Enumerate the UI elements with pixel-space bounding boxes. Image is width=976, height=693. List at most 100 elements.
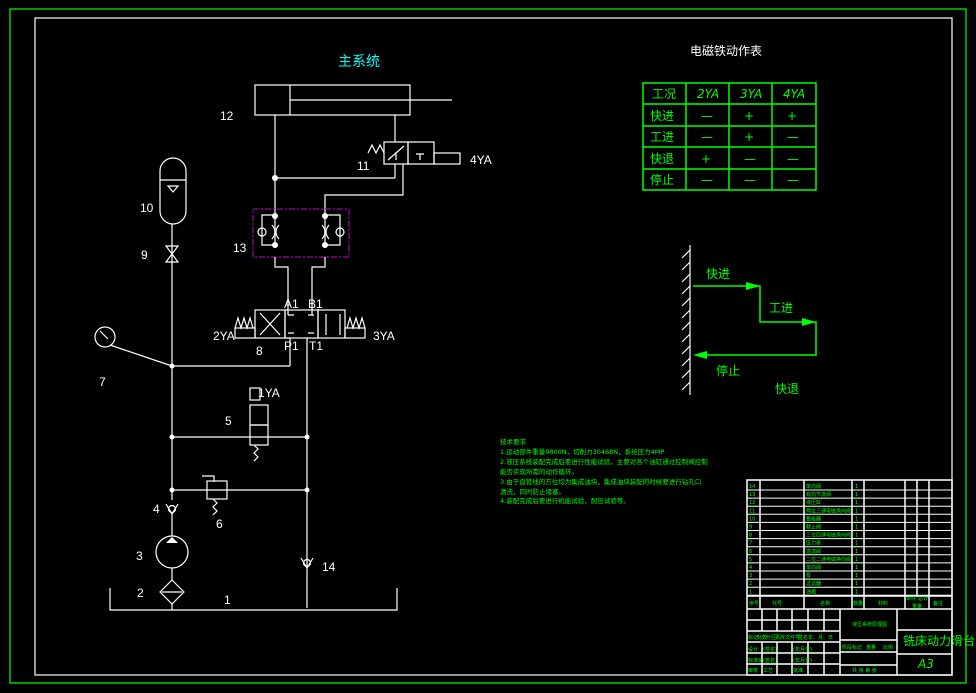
header-code: 代号 — [772, 600, 782, 607]
label-4: 4 — [153, 502, 160, 516]
part-no: 11 — [749, 508, 755, 514]
project-name: 铣床动力滑台 — [903, 633, 975, 648]
solenoid-table-title: 电磁铁动作表 — [690, 43, 762, 58]
relief-valve-6 — [206, 480, 228, 500]
accumulator — [159, 157, 187, 225]
ratio-label: 比例 — [883, 644, 893, 651]
sign-cell: 处数 — [757, 634, 767, 641]
label-12: 12 — [220, 109, 234, 123]
part-qty: 1 — [855, 589, 858, 595]
main-system-title: 主系统 — [338, 54, 380, 70]
part-name: 二位二通电磁换向阀 — [806, 556, 851, 563]
part-name: 三位四通电磁换向阀 — [806, 532, 851, 539]
tank-1 — [109, 588, 398, 611]
part-qty: 1 — [855, 516, 858, 522]
label-2ya: 2YA — [213, 329, 235, 343]
work-feed-label: 工进 — [769, 301, 793, 315]
cell: — — [701, 130, 713, 144]
part-no: 2 — [749, 581, 752, 587]
label-14: 14 — [322, 560, 336, 574]
cell: + — [744, 109, 754, 123]
stop-valve-9 — [164, 245, 180, 263]
label-t1: T1 — [309, 339, 323, 353]
part-name: 两位三通电磁换向阀 — [806, 507, 851, 514]
sign-cell: 批准 — [793, 667, 803, 674]
header-qty: 数量 — [853, 600, 863, 607]
tech-title: 技术要求 — [500, 437, 527, 446]
sign-cell: 分区 — [766, 634, 776, 641]
part-qty: 1 — [855, 484, 858, 490]
label-5: 5 — [225, 414, 232, 428]
part-no: 10 — [749, 516, 755, 522]
cell: — — [744, 152, 756, 166]
label-11: 11 — [357, 159, 370, 173]
pressure-gauge — [94, 326, 116, 348]
tech-line: 1.运动部件重量9800N，切削力30468N，系统压力4MP — [500, 447, 664, 456]
part-name: 单向阀 — [806, 483, 821, 490]
part-qty: 1 — [855, 533, 858, 539]
cell: — — [744, 173, 756, 187]
part-no: 12 — [749, 500, 755, 506]
sign-cell: 签名 — [798, 634, 808, 641]
part-name: 单向阀 — [806, 564, 821, 571]
part-name: 溢流阀 — [806, 548, 821, 555]
fast-return-label: 快退 — [775, 382, 799, 396]
part-qty: 1 — [855, 541, 858, 547]
cell: + — [701, 152, 711, 166]
row-label: 快退 — [650, 152, 674, 166]
header-material: 材料 — [878, 600, 888, 607]
title-block: 序号 代号 名称 数量 材料 单件 总计 重量 备注 液压系统原理图 铣床动力滑… — [749, 595, 975, 674]
sign-cell: 设计 — [748, 646, 758, 653]
stop-label: 停止 — [716, 363, 740, 378]
label-4ya: 4YA — [470, 153, 492, 167]
part-qty: 1 — [855, 500, 858, 506]
part-no: 4 — [749, 565, 752, 571]
part-no: 3 — [749, 573, 752, 579]
weight-label: 重量 — [866, 644, 876, 651]
sign-cell: 标准化 — [748, 657, 763, 664]
part-qty: 1 — [855, 549, 858, 555]
sign-cell: (签名) — [763, 657, 777, 664]
tech-line: 4.装配完成后要进行机能试验，耐压试验等。 — [500, 496, 630, 505]
part-no: 9 — [749, 525, 752, 531]
motion-cycle-diagram: 快进 工进 停止 快退 — [681, 245, 817, 396]
cell: — — [787, 130, 799, 144]
part-qty: 1 — [855, 573, 858, 579]
tech-line: 清洗，同时防止堵塞。 — [500, 487, 565, 496]
label-3ya: 3YA — [373, 329, 395, 343]
part-no: 8 — [749, 533, 752, 539]
cell: — — [701, 173, 713, 187]
tech-line: 能否实现所需的动作循环。 — [500, 467, 578, 476]
cell: — — [787, 152, 799, 166]
part-name: 油箱 — [806, 588, 816, 595]
sign-cell: 更改文件号 — [775, 634, 800, 641]
header-no: 序号 — [749, 600, 759, 607]
label-10: 10 — [140, 201, 154, 215]
inner-frame — [34, 17, 953, 676]
header-2ya: 2YA — [697, 87, 719, 101]
part-name: 泵 — [806, 573, 811, 579]
filter-2 — [159, 568, 185, 610]
part-qty: 1 — [855, 581, 858, 587]
label-p1: P1 — [284, 339, 299, 353]
header-condition: 工况 — [652, 87, 676, 101]
cell: + — [744, 130, 754, 144]
sign-cell: 审核 — [748, 667, 758, 674]
row-label: 停止 — [650, 172, 674, 187]
sign-cells: 标记处数分区更改文件号签名年、月、日设计(签名)(年月日)标准化(签名)(年月日… — [748, 634, 833, 674]
sheets-label: 共 张 第 张 — [852, 667, 877, 674]
part-no: 13 — [749, 492, 755, 498]
part-qty: 1 — [855, 508, 858, 514]
label-b1: B1 — [308, 297, 323, 311]
label-1ya: 1YA — [258, 386, 280, 400]
part-no: 14 — [749, 484, 755, 490]
header-4ya: 4YA — [783, 87, 805, 101]
part-no: 6 — [749, 549, 752, 555]
header-3ya: 3YA — [740, 87, 762, 101]
label-13: 13 — [233, 241, 247, 255]
tech-line: 3.由于直管线的方位均为集成油块，集成油块装配的时候要进行钻孔口 — [500, 477, 701, 486]
label-2: 2 — [137, 586, 144, 600]
throttle-valve-13 — [252, 208, 350, 258]
